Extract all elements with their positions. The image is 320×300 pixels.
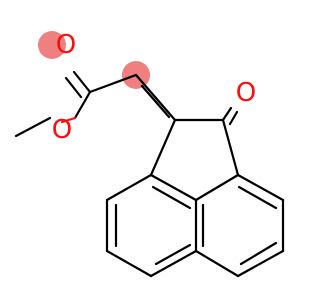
bond-c5-c5a: [194, 249, 240, 278]
aromatic-double-5: [239, 241, 278, 266]
bond-vinyl-double-1: [134, 73, 177, 122]
bond-vinyl-double-2: [140, 84, 171, 119]
molecule-structure: O O O: [14, 30, 285, 278]
bond-c-o-double-2: [64, 76, 83, 99]
bond-c8b-c8a: [149, 173, 198, 202]
atom-highlight-ester-oxygen: [38, 31, 66, 59]
bond-o-carbonyl-c-black: [73, 90, 92, 120]
bond-methyl-o: [14, 116, 52, 138]
aromatic-double-1: [151, 185, 192, 210]
aromatic-double-4: [237, 185, 278, 210]
bond-c1-c8b: [149, 118, 177, 177]
atom-label-methoxy-oxygen: O: [52, 115, 72, 145]
bond-c2-c2a: [221, 118, 240, 177]
atom-label-ketone-oxygen: O: [236, 78, 256, 108]
atom-label-ester-oxygen: O: [56, 30, 76, 60]
bond-c2a-c3: [236, 173, 285, 202]
aromatic-double-3: [154, 243, 192, 266]
bond-o-carbonyl-c-red: [60, 116, 77, 124]
bond-c4-c5: [236, 249, 285, 278]
bond-c7-c6: [105, 249, 153, 278]
bond-c2-o-1: [221, 106, 233, 122]
bond-c2a-c8a: [194, 173, 240, 202]
bond-c6-c5a: [149, 249, 198, 278]
bond-c2-o-2: [228, 110, 239, 126]
bond-c8b-c8: [105, 173, 153, 202]
bond-c-o-double-1: [72, 70, 92, 94]
bond-c-vinyl: [88, 73, 138, 94]
